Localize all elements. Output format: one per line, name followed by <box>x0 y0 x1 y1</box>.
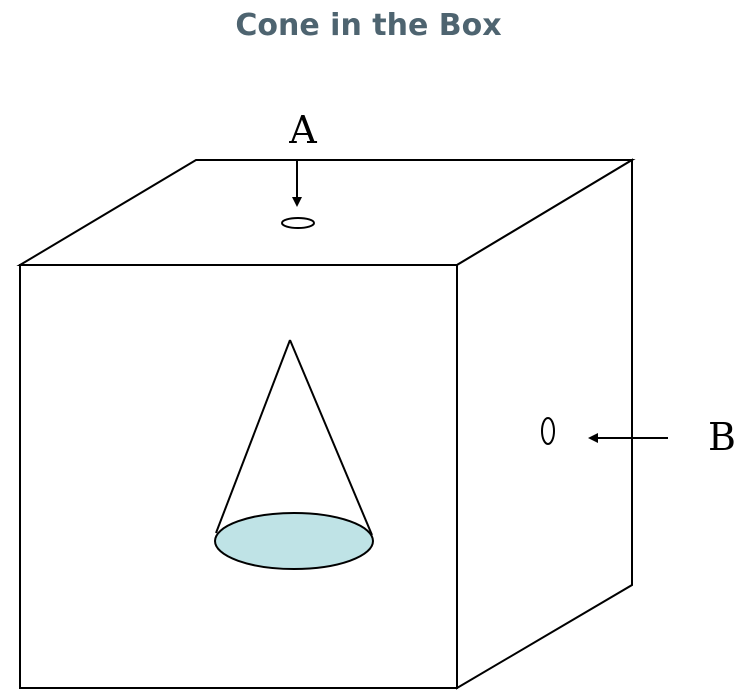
label-a: A <box>288 108 317 152</box>
diagram-title: Cone in the Box <box>235 8 502 43</box>
cone <box>214 339 374 570</box>
label-b: B <box>708 415 736 459</box>
hole-a <box>281 217 315 229</box>
arrow-b: B <box>588 415 736 459</box>
cone-left-edge <box>215 339 291 534</box>
cone-base <box>214 512 374 570</box>
hole-b <box>541 417 555 445</box>
cone-right-edge <box>289 339 373 536</box>
arrow-a: A <box>288 108 317 207</box>
